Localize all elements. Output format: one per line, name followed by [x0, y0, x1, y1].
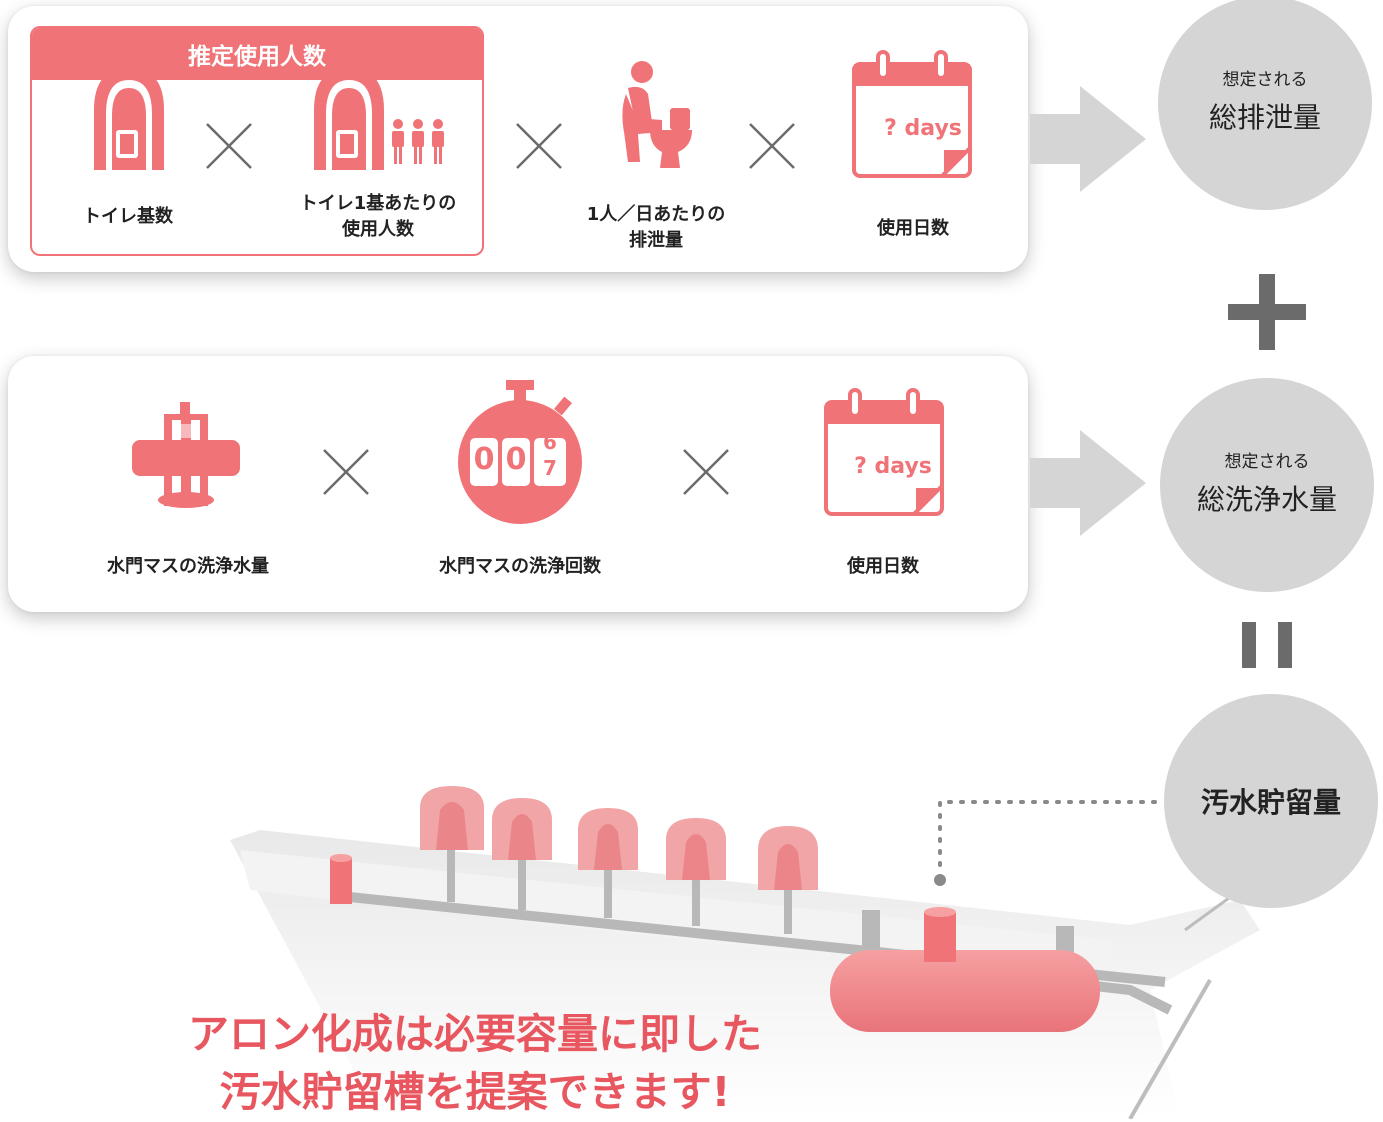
calendar-icon	[824, 388, 944, 516]
counter-digit-2: 0	[505, 442, 527, 477]
flush-water-volume-label: 水門マスの洗浄水量	[107, 556, 269, 577]
counter-digit-3: 6	[543, 430, 557, 454]
sewage-storage-title: 汚水貯留量	[1200, 786, 1341, 819]
stopwatch-counter-icon	[458, 380, 582, 524]
usage-days-label: 使用日数	[877, 218, 949, 239]
wash-water-formula-card: 水門マスの洗浄水量 0 0 6 7 水門マスの洗浄回数 ? days 使用日数	[8, 356, 1028, 612]
total-excretion-title: 総排泄量	[1208, 101, 1321, 134]
estimated-users-title: 推定使用人数	[32, 28, 482, 80]
calendar-days-text: ? days	[854, 454, 932, 479]
calendar-days-text: ? days	[884, 116, 962, 141]
excretion-label-line2: 排泄量	[629, 230, 683, 251]
total-excretion-circle: 想定される 総排泄量	[1158, 0, 1372, 210]
sewage-storage-circle: 汚水貯留量	[1164, 694, 1378, 908]
total-wash-water-circle: 想定される 総洗浄水量	[1160, 378, 1374, 592]
calendar-icon	[852, 50, 972, 178]
total-wash-title: 総洗浄水量	[1196, 483, 1337, 516]
toilet-count-label: トイレ基数	[83, 206, 173, 227]
headline-line2: 汚水貯留槽を提案できます!	[219, 1068, 731, 1116]
excretion-per-person-label: 1人／日あたりの 排泄量	[556, 202, 756, 254]
counter-digit-1: 0	[473, 442, 495, 477]
users-per-toilet-label-line2: 使用人数	[342, 219, 414, 240]
counter-digit-4: 7	[543, 456, 557, 480]
headline-line1: アロン化成は必要容量に即した	[188, 1010, 762, 1058]
usage-days-label: 使用日数	[847, 556, 919, 577]
right-arrow-icon	[1030, 430, 1146, 536]
users-per-toilet-label-line1: トイレ1基あたりの	[299, 193, 457, 214]
excretion-label-line1: 1人／日あたりの	[586, 204, 726, 225]
right-arrow-icon	[1030, 86, 1146, 192]
plus-icon	[1228, 274, 1306, 350]
equals-icon	[1242, 622, 1292, 668]
excretion-formula-card: 推定使用人数 トイレ基数 トイレ1基あたりの 使用人数	[8, 6, 1028, 272]
toilet-with-people-icon	[314, 68, 444, 170]
estimated-users-group: 推定使用人数	[30, 26, 484, 256]
multiply-icon	[749, 123, 795, 169]
portable-toilet-icon	[94, 68, 164, 170]
users-per-toilet-label: トイレ1基あたりの 使用人数	[278, 191, 478, 243]
multiply-icon	[516, 123, 562, 169]
total-wash-caption: 想定される	[1224, 452, 1310, 472]
multiply-icon	[323, 449, 369, 495]
flush-valve-icon	[132, 402, 240, 508]
multiply-icon	[683, 449, 729, 495]
storage-tank-illustration	[230, 786, 1260, 1119]
multiply-icon	[206, 123, 252, 169]
flush-count-label: 水門マスの洗浄回数	[439, 556, 601, 577]
total-excretion-caption: 想定される	[1222, 70, 1308, 90]
person-on-toilet-icon	[622, 61, 692, 168]
